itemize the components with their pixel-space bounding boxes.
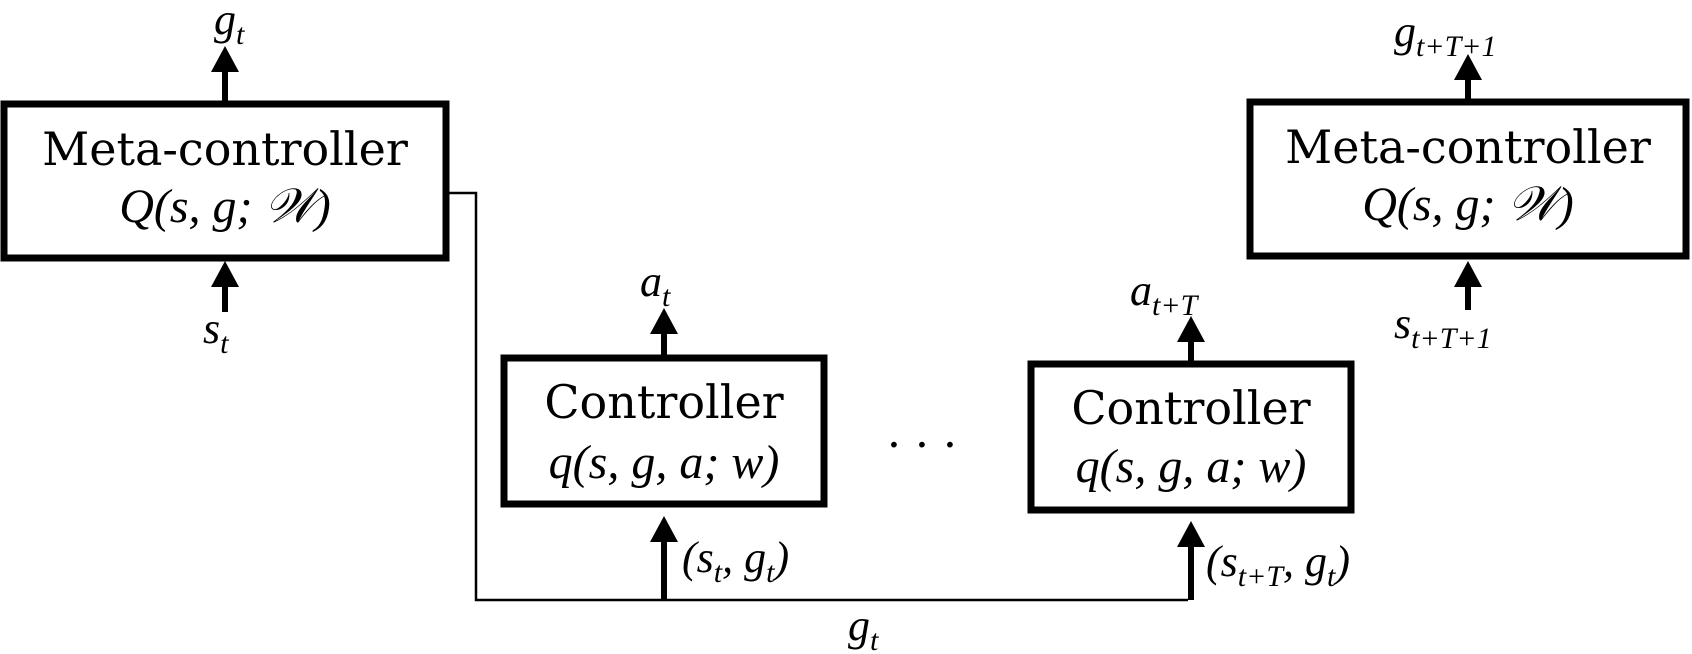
meta-right-output-label: gt+T+1	[1394, 7, 1497, 63]
controller-left-output-arrowhead	[650, 308, 678, 334]
meta-controller-left-title: Meta-controller	[42, 122, 408, 176]
meta-left-output-arrowhead	[211, 46, 239, 72]
meta-controller-right-box	[1246, 98, 1690, 260]
meta-left-input-arrowhead	[211, 261, 239, 287]
meta-controller-left-box	[0, 100, 450, 262]
controller-right-output-label: at+T	[1130, 266, 1200, 322]
controller-left-formula: q(s, g, a; w)	[549, 436, 780, 489]
controller-left-input-label: (st, gt)	[682, 533, 789, 589]
controller-right-output-arrowhead	[1177, 316, 1205, 342]
controller-right-input-arrowhead	[1177, 521, 1205, 547]
meta-right-input-arrowhead	[1454, 261, 1482, 287]
meta-controller-right-formula: Q(s, g; 𝒲)	[1362, 178, 1574, 231]
meta-right-output-arrowhead	[1454, 54, 1482, 80]
controller-right-box	[1027, 360, 1355, 514]
meta-left-input-label: st	[203, 304, 229, 360]
meta-left-output-label: gt	[214, 0, 245, 51]
controller-left-output-label: at	[640, 257, 671, 313]
controller-right-input-label: (st+T, gt)	[1206, 537, 1350, 593]
goal-bus-wire	[446, 191, 1188, 602]
controller-left-input-arrowhead	[650, 516, 678, 542]
controller-left-box	[500, 354, 828, 508]
meta-right-input-label: st+T+1	[1394, 299, 1492, 355]
meta-controller-right-title: Meta-controller	[1285, 120, 1651, 174]
meta-controller-left-formula: Q(s, g; 𝒲)	[119, 180, 331, 233]
goal-bus-label: gt	[848, 601, 879, 654]
controller-left-title: Controller	[544, 375, 783, 429]
ellipsis: · · ·	[887, 420, 957, 471]
controller-right-title: Controller	[1071, 381, 1310, 435]
controller-right-formula: q(s, g, a; w)	[1076, 440, 1307, 493]
